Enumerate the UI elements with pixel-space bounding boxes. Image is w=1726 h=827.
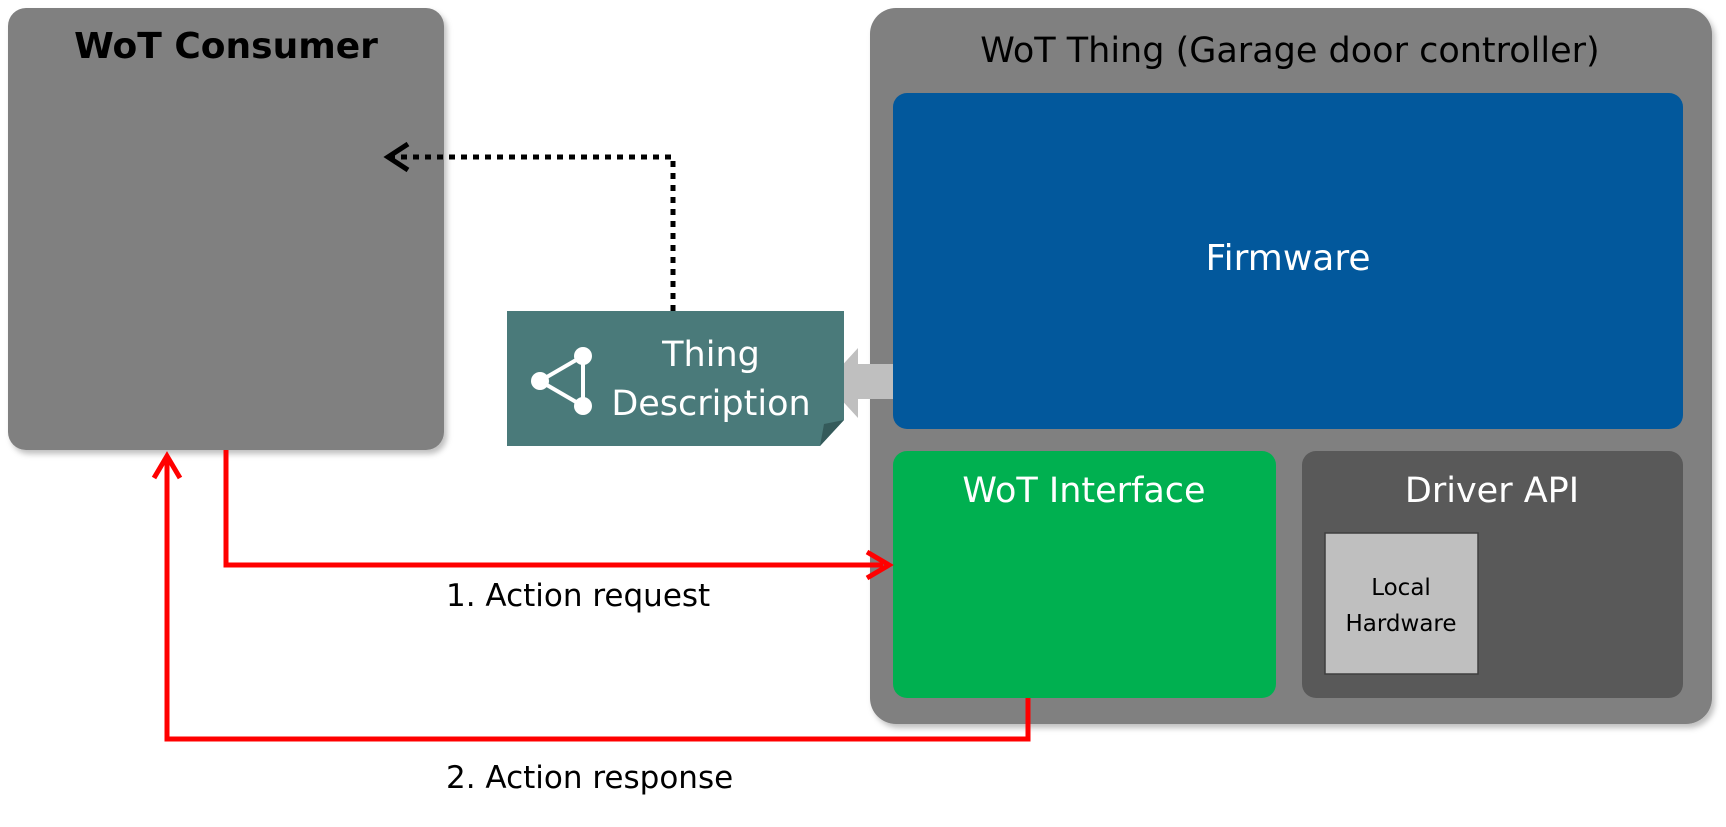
local-hardware-line2: Hardware [1345, 611, 1456, 637]
local-hardware-line1: Local [1371, 575, 1431, 601]
thing-description-line2: Description [611, 384, 810, 424]
wot-interface-block: WoT Interface [893, 451, 1276, 698]
thing-description-line1: Thing [661, 335, 760, 375]
wot-consumer-box: WoT Consumer [8, 8, 444, 450]
firmware-block: Firmware [893, 93, 1683, 429]
wot-consumer-title: WoT Consumer [74, 26, 378, 67]
td-fetch-dotted-arrow [383, 141, 676, 311]
action-request-arrow [223, 450, 894, 581]
thing-description-doc: Thing Description [507, 311, 844, 446]
wot-interface-label: WoT Interface [962, 471, 1205, 511]
action-response-label: 2. Action response [446, 760, 733, 796]
local-hardware-block: Local Hardware [1324, 532, 1479, 675]
graph-triangle-icon [531, 347, 592, 415]
driver-api-label: Driver API [1405, 471, 1579, 511]
action-request-label: 1. Action request [446, 578, 710, 614]
wot-thing-title: WoT Thing (Garage door controller) [980, 31, 1599, 71]
firmware-label: Firmware [1206, 238, 1371, 279]
action-response-arrow [151, 451, 1031, 742]
